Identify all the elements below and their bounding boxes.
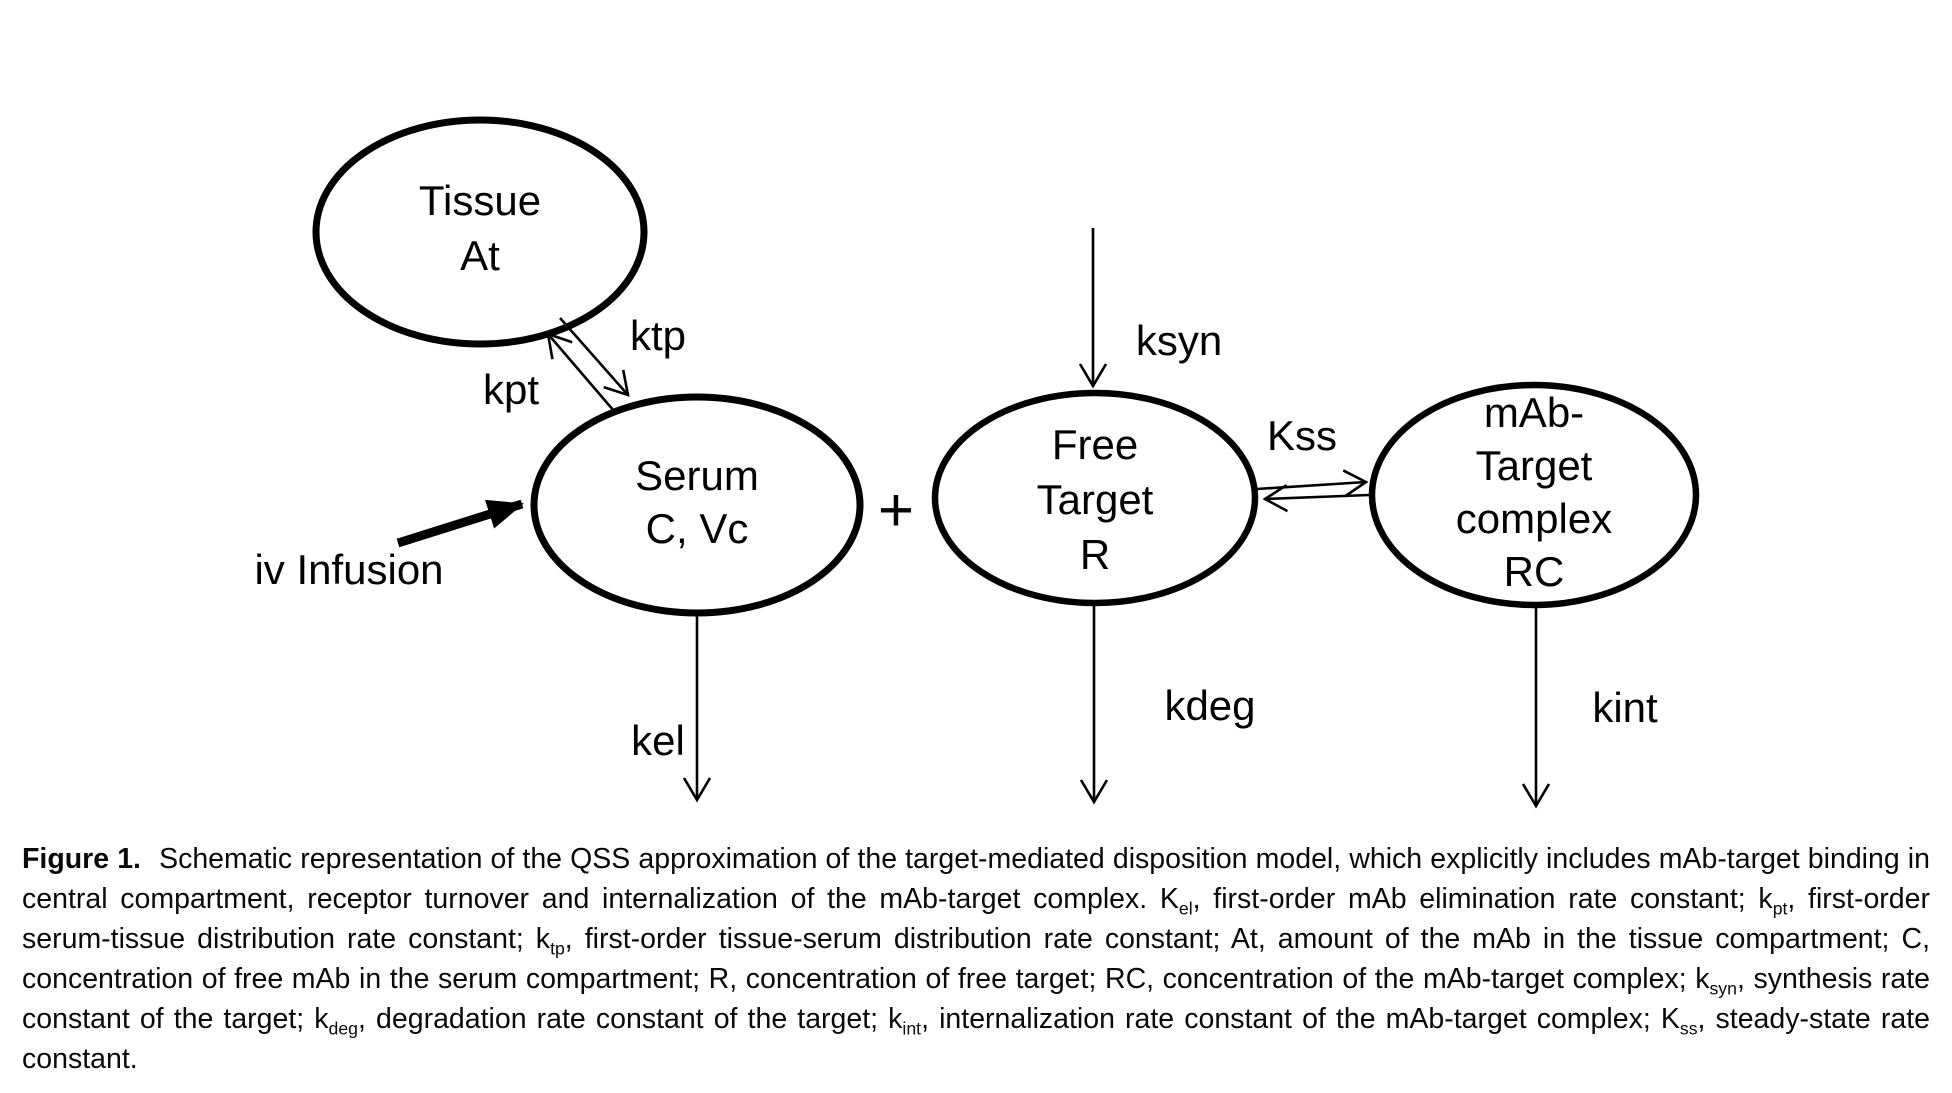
iv-infusion-label: iv Infusion <box>254 546 443 593</box>
plus-sign: + <box>878 476 914 545</box>
caption-text-4: , first-order tissue-serum distribution … <box>22 923 1931 995</box>
caption-text-3: , first-order serum-tissue distribution … <box>22 883 1930 955</box>
caption-text-8: , steady-state rate constant. <box>22 1003 1930 1075</box>
complex-label-line4: RC <box>1504 548 1565 595</box>
kel-label: kel <box>631 717 685 764</box>
kss-reverse-arrow <box>1262 484 1370 513</box>
caption-sub-ss: ss <box>1679 1018 1698 1039</box>
mab-target-complex-ellipse <box>1368 381 1700 609</box>
ksyn-label: ksyn <box>1136 317 1222 364</box>
complex-label-line1: mAb- <box>1484 389 1584 436</box>
kss-label: Kss <box>1267 412 1337 459</box>
model-schematic-diagram: Tissue At Serum C, Vc Free Target R mAb-… <box>254 116 1700 809</box>
free-target-label-line2: Target <box>1037 476 1154 523</box>
caption-sub-syn: syn <box>1709 978 1737 999</box>
free-target-ellipse <box>931 389 1259 607</box>
kint-label: kint <box>1592 684 1658 731</box>
kpt-label: kpt <box>483 366 539 413</box>
serum-label-line2: C, Vc <box>646 505 749 552</box>
caption-text-6: , degradation rate constant of the targe… <box>358 1003 903 1035</box>
caption-sub-deg: deg <box>328 1018 359 1039</box>
kpt-arrow <box>546 332 615 412</box>
free-target-label-line3: R <box>1080 531 1110 578</box>
caption-text-7: , internalization rate constant of the m… <box>921 1003 1680 1035</box>
ktp-label: ktp <box>630 312 686 359</box>
tissue-label-line1: Tissue <box>419 177 541 224</box>
tissue-compartment-ellipse <box>312 116 648 348</box>
caption-sub-pt: pt <box>1772 898 1788 919</box>
caption-text-1: Schematic representation of the QSS appr… <box>22 843 1930 915</box>
serum-compartment-ellipse <box>530 393 864 617</box>
tissue-label-line2: At <box>460 232 500 279</box>
ktp-arrow <box>559 317 630 397</box>
iv-infusion-arrow <box>396 499 524 548</box>
caption-sub-int: int <box>902 1018 922 1039</box>
caption-sub-tp: tp <box>550 938 565 959</box>
kss-forward-arrow <box>1256 469 1369 498</box>
kdeg-label: kdeg <box>1164 682 1255 729</box>
serum-label-line1: Serum <box>635 452 759 499</box>
caption-text-2: , first-order mAb elimination rate const… <box>1192 883 1773 915</box>
figure-caption: Figure 1. Schematic representation of th… <box>22 839 1930 1079</box>
caption-figure-number: Figure 1. <box>22 843 141 875</box>
caption-text-5: , synthesis rate constant of the target;… <box>22 963 1930 1035</box>
complex-label-line3: complex <box>1456 495 1612 542</box>
complex-label-line2: Target <box>1476 442 1593 489</box>
caption-sub-el: el <box>1178 898 1193 919</box>
free-target-label-line1: Free <box>1052 421 1138 468</box>
